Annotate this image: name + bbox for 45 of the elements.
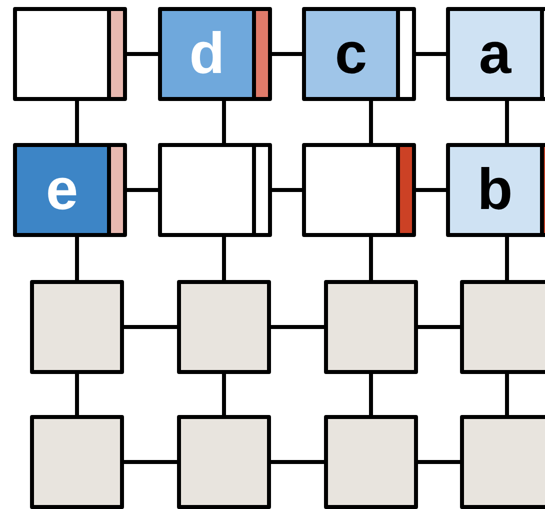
grid-box bbox=[177, 415, 271, 509]
grid-box bbox=[302, 143, 416, 237]
letter-box bbox=[302, 7, 416, 101]
connector-line bbox=[369, 237, 373, 280]
grid-box bbox=[460, 415, 545, 509]
connector-line bbox=[222, 101, 226, 143]
letter-box bbox=[13, 143, 127, 237]
connector-line bbox=[505, 101, 509, 143]
grid-box bbox=[324, 415, 418, 509]
grid-box bbox=[30, 280, 124, 374]
connector-line bbox=[124, 460, 177, 464]
grid-box bbox=[13, 7, 127, 101]
connector-line bbox=[418, 325, 460, 329]
connector-line bbox=[75, 101, 79, 143]
cell-letter: d bbox=[189, 25, 225, 83]
connector-line bbox=[127, 188, 158, 192]
connector-line bbox=[505, 237, 509, 280]
connector-line bbox=[271, 325, 324, 329]
connector-line bbox=[271, 460, 324, 464]
cell-letter: c bbox=[334, 25, 368, 83]
connector-line bbox=[124, 325, 177, 329]
connector-line bbox=[272, 188, 302, 192]
connector-line bbox=[505, 374, 509, 415]
connector-line bbox=[369, 374, 373, 415]
letter-box bbox=[446, 7, 545, 101]
letter-box bbox=[446, 143, 545, 237]
grid-box bbox=[324, 280, 418, 374]
cell-letter: a bbox=[478, 25, 512, 83]
connector-line bbox=[369, 101, 373, 143]
cell-letter: e bbox=[46, 161, 78, 219]
connector-line bbox=[418, 460, 460, 464]
connector-line bbox=[222, 237, 226, 280]
grid-box bbox=[460, 280, 545, 374]
cell-letter: b bbox=[477, 161, 513, 219]
connector-line bbox=[416, 188, 446, 192]
connector-line bbox=[416, 52, 446, 56]
connector-line bbox=[272, 52, 302, 56]
grid-box bbox=[30, 415, 124, 509]
connector-line bbox=[75, 237, 79, 280]
letter-box bbox=[158, 7, 272, 101]
connector-line bbox=[75, 374, 79, 415]
connector-line bbox=[222, 374, 226, 415]
grid-box bbox=[158, 143, 272, 237]
connector-line bbox=[127, 52, 158, 56]
grid-box bbox=[177, 280, 271, 374]
